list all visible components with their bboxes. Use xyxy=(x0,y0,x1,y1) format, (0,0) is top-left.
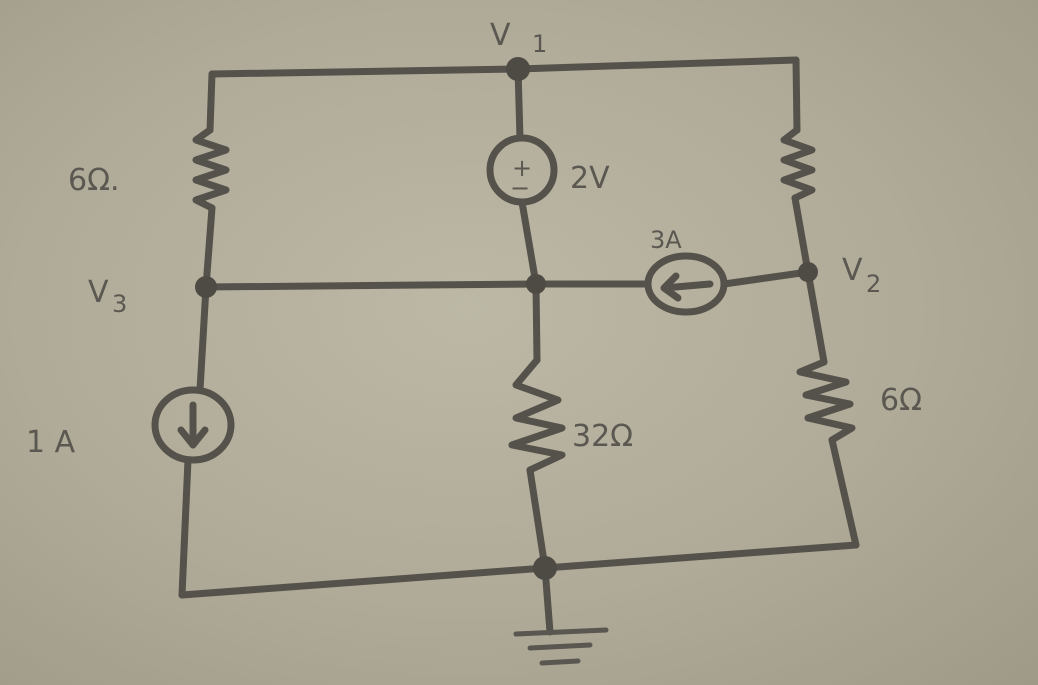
label-v1: V 1 xyxy=(490,18,547,58)
ground-icon xyxy=(513,627,609,666)
node-ground xyxy=(533,556,557,580)
node-v1 xyxy=(506,57,530,81)
current-source-3a xyxy=(644,252,728,316)
label-current-source-3a: 3A xyxy=(650,226,682,254)
right-resistor xyxy=(780,126,816,202)
label-voltage-source: 2V xyxy=(570,161,610,196)
top-wire xyxy=(208,56,800,78)
label-r-bottom-right: 6Ω xyxy=(880,383,922,418)
center-mid-wire xyxy=(518,198,540,288)
middle-wire xyxy=(202,280,652,291)
left-resistor xyxy=(192,126,230,212)
label-r-center: 32Ω xyxy=(572,419,633,454)
svg-text:V: V xyxy=(842,253,863,288)
label-current-source-1a: 1 A xyxy=(26,425,76,460)
node-v3 xyxy=(195,276,217,298)
right-resistor-6 xyxy=(796,358,856,444)
left-lower-wire xyxy=(196,283,210,394)
arrow-left-icon xyxy=(660,272,714,302)
label-v2: V 2 xyxy=(842,253,881,298)
svg-text:1: 1 xyxy=(532,30,547,58)
center-lower-wire xyxy=(532,280,541,364)
right-upper-wire xyxy=(792,56,801,134)
node-center xyxy=(526,274,546,294)
svg-text:V: V xyxy=(490,18,511,53)
middle-wire-right xyxy=(720,268,812,288)
right-lower-wire xyxy=(804,268,828,366)
label-v3: V 3 xyxy=(88,275,127,318)
bottom-wire xyxy=(178,541,860,599)
right-mid-wire xyxy=(791,194,812,276)
svg-text:3: 3 xyxy=(112,290,127,318)
node-v2 xyxy=(798,262,818,282)
center-resistor-32 xyxy=(508,356,566,474)
left-bottom-wire xyxy=(178,456,192,599)
arrow-down-icon xyxy=(177,401,209,449)
left-mid-wire xyxy=(202,204,216,291)
label-r-left: 6Ω. xyxy=(68,163,120,198)
current-source-1a xyxy=(151,386,235,464)
right-bottom-wire xyxy=(828,436,860,549)
vs-plus-sign: + xyxy=(512,154,532,182)
left-upper-wire xyxy=(206,70,216,134)
center-bottom-wire xyxy=(526,466,549,572)
svg-text:V: V xyxy=(88,275,109,310)
voltage-source-2v: + − xyxy=(486,134,558,206)
vs-minus-sign: − xyxy=(510,174,530,202)
svg-text:2: 2 xyxy=(866,270,881,298)
